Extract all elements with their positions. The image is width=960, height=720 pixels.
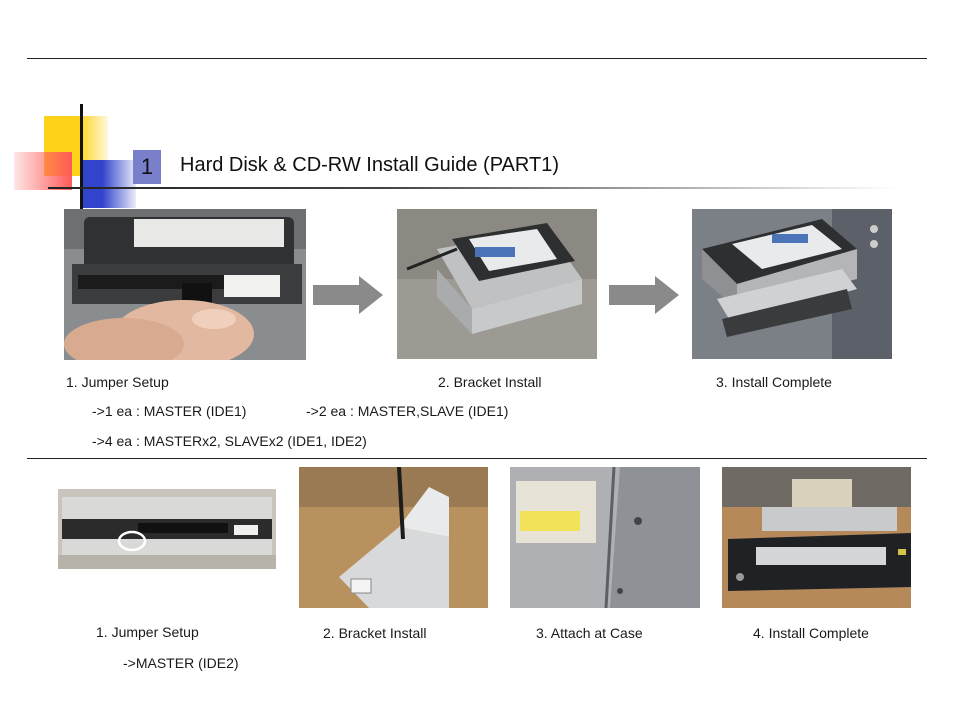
- hdd-note-2-drives: ->2 ea : MASTER,SLAVE (IDE1): [306, 403, 509, 419]
- cdrw-caption-attach-at-case: 3. Attach at Case: [536, 625, 643, 641]
- cdrw-caption-bracket-install: 2. Bracket Install: [323, 625, 427, 641]
- cdrw-note-master: ->MASTER (IDE2): [123, 655, 239, 671]
- photo-hdd-install-complete: [692, 209, 892, 359]
- decor-vertical-line: [80, 104, 83, 214]
- title-underline: [48, 187, 898, 189]
- photo-cdrw-attach-at-case: [510, 467, 700, 608]
- photo-cdrw-install-complete: [722, 467, 911, 608]
- photo-hdd-bracket-install: [397, 209, 597, 359]
- arrow-right-icon: [609, 276, 679, 314]
- step-number-badge: 1: [133, 150, 161, 184]
- arrow-right-icon: [313, 276, 383, 314]
- photo-cdrw-bracket-install: [299, 467, 488, 608]
- section-divider: [27, 458, 927, 459]
- page-title: Hard Disk & CD-RW Install Guide (PART1): [180, 154, 559, 176]
- hdd-caption-bracket-install: 2. Bracket Install: [438, 374, 542, 390]
- photo-cdrw-jumper-setup: [58, 489, 276, 569]
- decor-blue-square: [80, 160, 136, 208]
- cdrw-caption-install-complete: 4. Install Complete: [753, 625, 869, 641]
- hdd-note-1-drive: ->1 ea : MASTER (IDE1): [92, 403, 247, 419]
- top-divider: [27, 58, 927, 59]
- decor-red-square: [14, 152, 72, 190]
- hdd-note-4-drives: ->4 ea : MASTERx2, SLAVEx2 (IDE1, IDE2): [92, 433, 367, 449]
- cdrw-caption-jumper-setup: 1. Jumper Setup: [96, 624, 199, 640]
- hdd-caption-install-complete: 3. Install Complete: [716, 374, 832, 390]
- photo-hdd-jumper-setup: [64, 209, 306, 360]
- hdd-caption-jumper-setup: 1. Jumper Setup: [66, 374, 169, 390]
